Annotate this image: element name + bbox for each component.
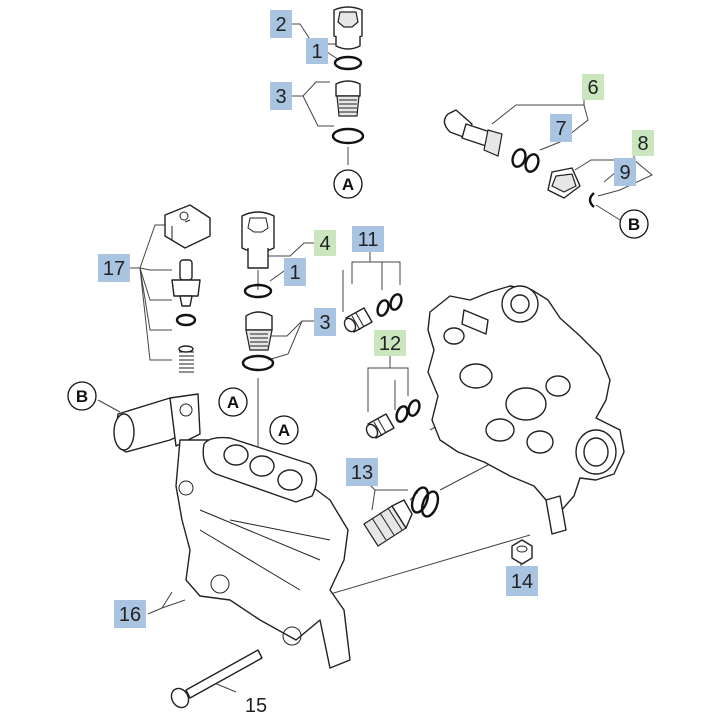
svg-text:3: 3 bbox=[319, 312, 330, 334]
callout-box bbox=[614, 158, 636, 186]
part-2-plug-top bbox=[333, 6, 363, 50]
callout-box bbox=[346, 458, 378, 486]
svg-text:A: A bbox=[227, 393, 239, 412]
callout-13: 13 bbox=[346, 458, 378, 486]
svg-text:11: 11 bbox=[358, 229, 379, 251]
svg-text:2: 2 bbox=[275, 14, 286, 36]
part-12-oring-b bbox=[407, 399, 421, 417]
part-11-oring-b bbox=[389, 293, 403, 311]
callout-14: 14 bbox=[506, 566, 538, 596]
callout-box bbox=[352, 226, 384, 252]
part-3-oring-middle bbox=[241, 354, 275, 372]
callout-box bbox=[270, 10, 292, 38]
svg-text:6: 6 bbox=[587, 77, 598, 99]
callout-box bbox=[550, 114, 572, 142]
ref-circle-a-left: A bbox=[218, 387, 248, 417]
callout-box bbox=[306, 38, 328, 64]
part-13-check-valve bbox=[363, 499, 413, 547]
svg-text:14: 14 bbox=[511, 571, 533, 593]
svg-text:16: 16 bbox=[119, 604, 141, 626]
svg-text:7: 7 bbox=[555, 118, 566, 140]
pump-housing-left bbox=[113, 393, 351, 669]
callout-4: 4 bbox=[314, 230, 336, 256]
svg-text:1: 1 bbox=[311, 41, 322, 63]
callout-box bbox=[98, 254, 130, 282]
pump-housing-right bbox=[427, 285, 625, 535]
part-7-oring-b bbox=[524, 153, 540, 173]
callout-2: 2 bbox=[270, 10, 292, 38]
part-9-clip bbox=[588, 192, 595, 208]
callout-6: 6 bbox=[582, 74, 604, 100]
callout-15: 15 bbox=[245, 695, 267, 717]
part-3-valve-top bbox=[335, 80, 361, 117]
part-6-fitting bbox=[443, 109, 503, 157]
part-12-oring-a bbox=[395, 405, 409, 423]
svg-text:B: B bbox=[76, 387, 88, 406]
part-17-bracket bbox=[164, 204, 211, 249]
part-17-oring bbox=[175, 313, 197, 327]
callout-11: 11 bbox=[352, 226, 384, 252]
callout-box bbox=[114, 600, 146, 628]
callout-box bbox=[632, 130, 654, 156]
svg-text:12: 12 bbox=[379, 333, 401, 355]
svg-text:A: A bbox=[342, 175, 354, 194]
part-4-plug-middle bbox=[241, 211, 275, 269]
callout-12: 12 bbox=[374, 330, 406, 356]
callout-box bbox=[374, 330, 406, 356]
part-17-valve-stem bbox=[171, 259, 201, 307]
part-14-nut bbox=[511, 539, 533, 565]
part-1-oring-middle bbox=[243, 283, 273, 299]
callout-3-middle: 3 bbox=[314, 308, 336, 336]
callout-1-top: 1 bbox=[306, 38, 328, 64]
callout-7: 7 bbox=[550, 114, 572, 142]
svg-text:A: A bbox=[278, 421, 290, 440]
svg-text:17: 17 bbox=[103, 258, 125, 280]
callout-9: 9 bbox=[614, 158, 636, 186]
ref-circle-a-top: A bbox=[333, 169, 363, 199]
svg-text:B: B bbox=[628, 215, 640, 234]
svg-text:15: 15 bbox=[245, 695, 267, 717]
part-3-oring-top bbox=[331, 127, 365, 145]
callout-16: 16 bbox=[114, 600, 146, 628]
svg-text:13: 13 bbox=[351, 462, 373, 484]
ref-circle-b-right: B bbox=[619, 209, 649, 239]
part-7-oring-a bbox=[511, 148, 527, 168]
svg-text:4: 4 bbox=[319, 233, 330, 255]
svg-text:9: 9 bbox=[619, 162, 630, 184]
part-12-valve bbox=[365, 413, 395, 439]
part-8-nozzle-fitting bbox=[547, 167, 581, 199]
part-15-bolt bbox=[170, 649, 263, 709]
part-13-oring-b bbox=[420, 490, 440, 518]
ref-circle-b-left: B bbox=[67, 381, 97, 411]
svg-text:1: 1 bbox=[289, 262, 300, 284]
callout-box bbox=[506, 566, 538, 596]
part-11-valve bbox=[343, 307, 373, 333]
callout-8: 8 bbox=[632, 130, 654, 156]
part-17-spring bbox=[178, 345, 194, 373]
part-1-oring-top bbox=[333, 55, 363, 71]
svg-text:8: 8 bbox=[637, 133, 648, 155]
svg-text:3: 3 bbox=[275, 86, 286, 108]
ref-circle-a-right: A bbox=[269, 415, 299, 445]
callout-1-middle: 1 bbox=[284, 258, 306, 286]
callout-box bbox=[284, 258, 306, 286]
part-13-oring-a bbox=[410, 486, 430, 514]
part-11-oring-a bbox=[376, 299, 390, 317]
callout-box bbox=[582, 74, 604, 100]
callout-box bbox=[314, 230, 336, 256]
callout-box bbox=[270, 82, 292, 110]
callout-17: 17 bbox=[98, 254, 130, 282]
part-3-valve-middle bbox=[245, 311, 273, 351]
callout-3-top: 3 bbox=[270, 82, 292, 110]
callout-box bbox=[314, 308, 336, 336]
